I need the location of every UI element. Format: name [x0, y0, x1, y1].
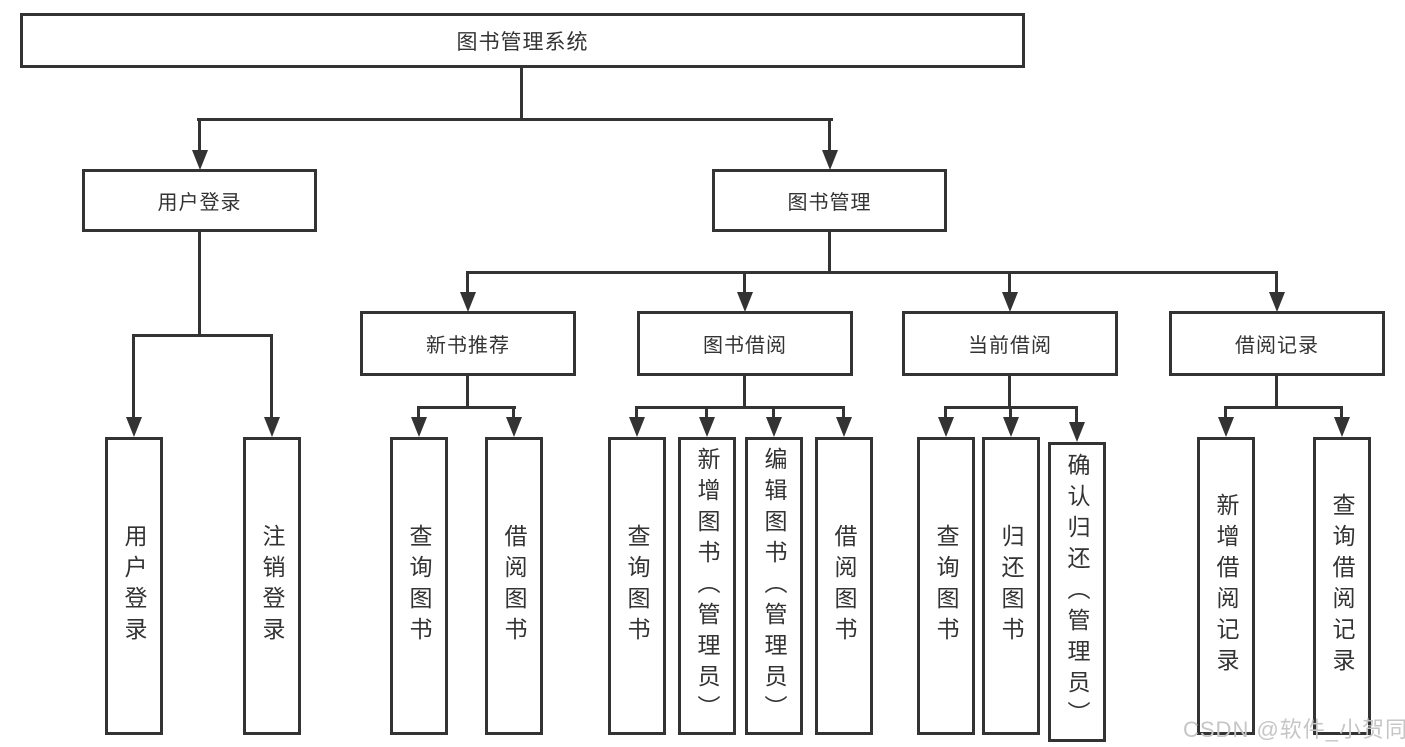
node-leaf-query-books: 查询图书 — [917, 437, 975, 735]
node-leaf-add-borrow-record: 新增借阅记录 — [1197, 437, 1255, 735]
node-leaf-confirm-return-admin: 确认归还（管理员） — [1048, 442, 1106, 742]
node-leaf-query-books: 查询图书 — [390, 437, 448, 735]
connector-line — [417, 406, 516, 409]
node-leaf-borrow-books: 借阅图书 — [815, 437, 873, 735]
arrow-down-icon — [460, 292, 476, 312]
node-borrowing-records: 借阅记录 — [1169, 311, 1385, 376]
connector-line — [1008, 271, 1011, 294]
arrow-down-icon — [822, 150, 838, 170]
connector-line — [828, 118, 831, 152]
arrow-down-icon — [411, 417, 427, 437]
connector-line — [1224, 406, 1227, 420]
node-leaf-query-borrow-record: 查询借阅记录 — [1313, 437, 1371, 735]
connector-line — [512, 406, 515, 420]
arrow-down-icon — [1218, 417, 1234, 437]
node-current-borrowing: 当前借阅 — [902, 311, 1118, 376]
arrow-down-icon — [506, 417, 522, 437]
node-leaf-logout: 注销登录 — [243, 437, 301, 735]
connector-line — [842, 406, 845, 420]
node-leaf-edit-books-admin: 编辑图书（管理员） — [745, 437, 803, 735]
connector-line — [1224, 406, 1342, 409]
connector-line — [198, 230, 201, 337]
node-library-management-system: 图书管理系统 — [20, 13, 1025, 68]
connector-line — [466, 271, 469, 294]
arrow-down-icon — [1002, 292, 1018, 312]
node-leaf-borrow-books: 借阅图书 — [485, 437, 543, 735]
connector-line — [132, 334, 135, 420]
connector-line — [1075, 406, 1078, 424]
arrow-down-icon — [1269, 292, 1285, 312]
connector-line — [1008, 374, 1011, 409]
arrow-down-icon — [264, 417, 280, 437]
node-user-login: 用户登录 — [82, 169, 317, 232]
arrow-down-icon — [1003, 417, 1019, 437]
connector-line — [133, 334, 273, 337]
arrow-down-icon — [126, 417, 142, 437]
node-book-borrowing: 图书借阅 — [637, 311, 853, 376]
node-leaf-add-books-admin: 新增图书（管理员） — [678, 437, 736, 735]
connector-line — [705, 406, 708, 420]
node-new-book-recommendation: 新书推荐 — [360, 311, 576, 376]
arrow-down-icon — [699, 417, 715, 437]
arrow-down-icon — [192, 150, 208, 170]
connector-line — [1340, 406, 1343, 420]
arrow-down-icon — [629, 417, 645, 437]
node-leaf-return-books: 归还图书 — [982, 437, 1040, 735]
connector-line — [198, 118, 201, 152]
connector-line — [1009, 406, 1012, 420]
connector-line — [828, 230, 831, 274]
watermark: CSDN @软件_小贺同学 — [1183, 717, 1405, 742]
connector-line — [417, 406, 420, 420]
connector-line — [635, 406, 638, 420]
connector-line — [772, 406, 775, 420]
connector-line — [466, 374, 469, 409]
node-leaf-query-books: 查询图书 — [608, 437, 666, 735]
connector-line — [520, 66, 523, 120]
arrow-down-icon — [737, 292, 753, 312]
connector-line — [743, 271, 746, 294]
connector-line — [944, 406, 947, 420]
connector-line — [1275, 374, 1278, 409]
connector-line — [197, 118, 833, 121]
node-book-management: 图书管理 — [712, 169, 947, 232]
connector-line — [466, 271, 1278, 274]
connector-line — [635, 406, 844, 409]
arrow-down-icon — [1334, 417, 1350, 437]
connector-line — [1275, 271, 1278, 294]
arrow-down-icon — [938, 417, 954, 437]
arrow-down-icon — [1069, 422, 1085, 442]
connector-line — [743, 374, 746, 409]
connector-line — [270, 334, 273, 420]
arrow-down-icon — [766, 417, 782, 437]
node-leaf-user-login: 用户登录 — [105, 437, 163, 735]
arrow-down-icon — [836, 417, 852, 437]
